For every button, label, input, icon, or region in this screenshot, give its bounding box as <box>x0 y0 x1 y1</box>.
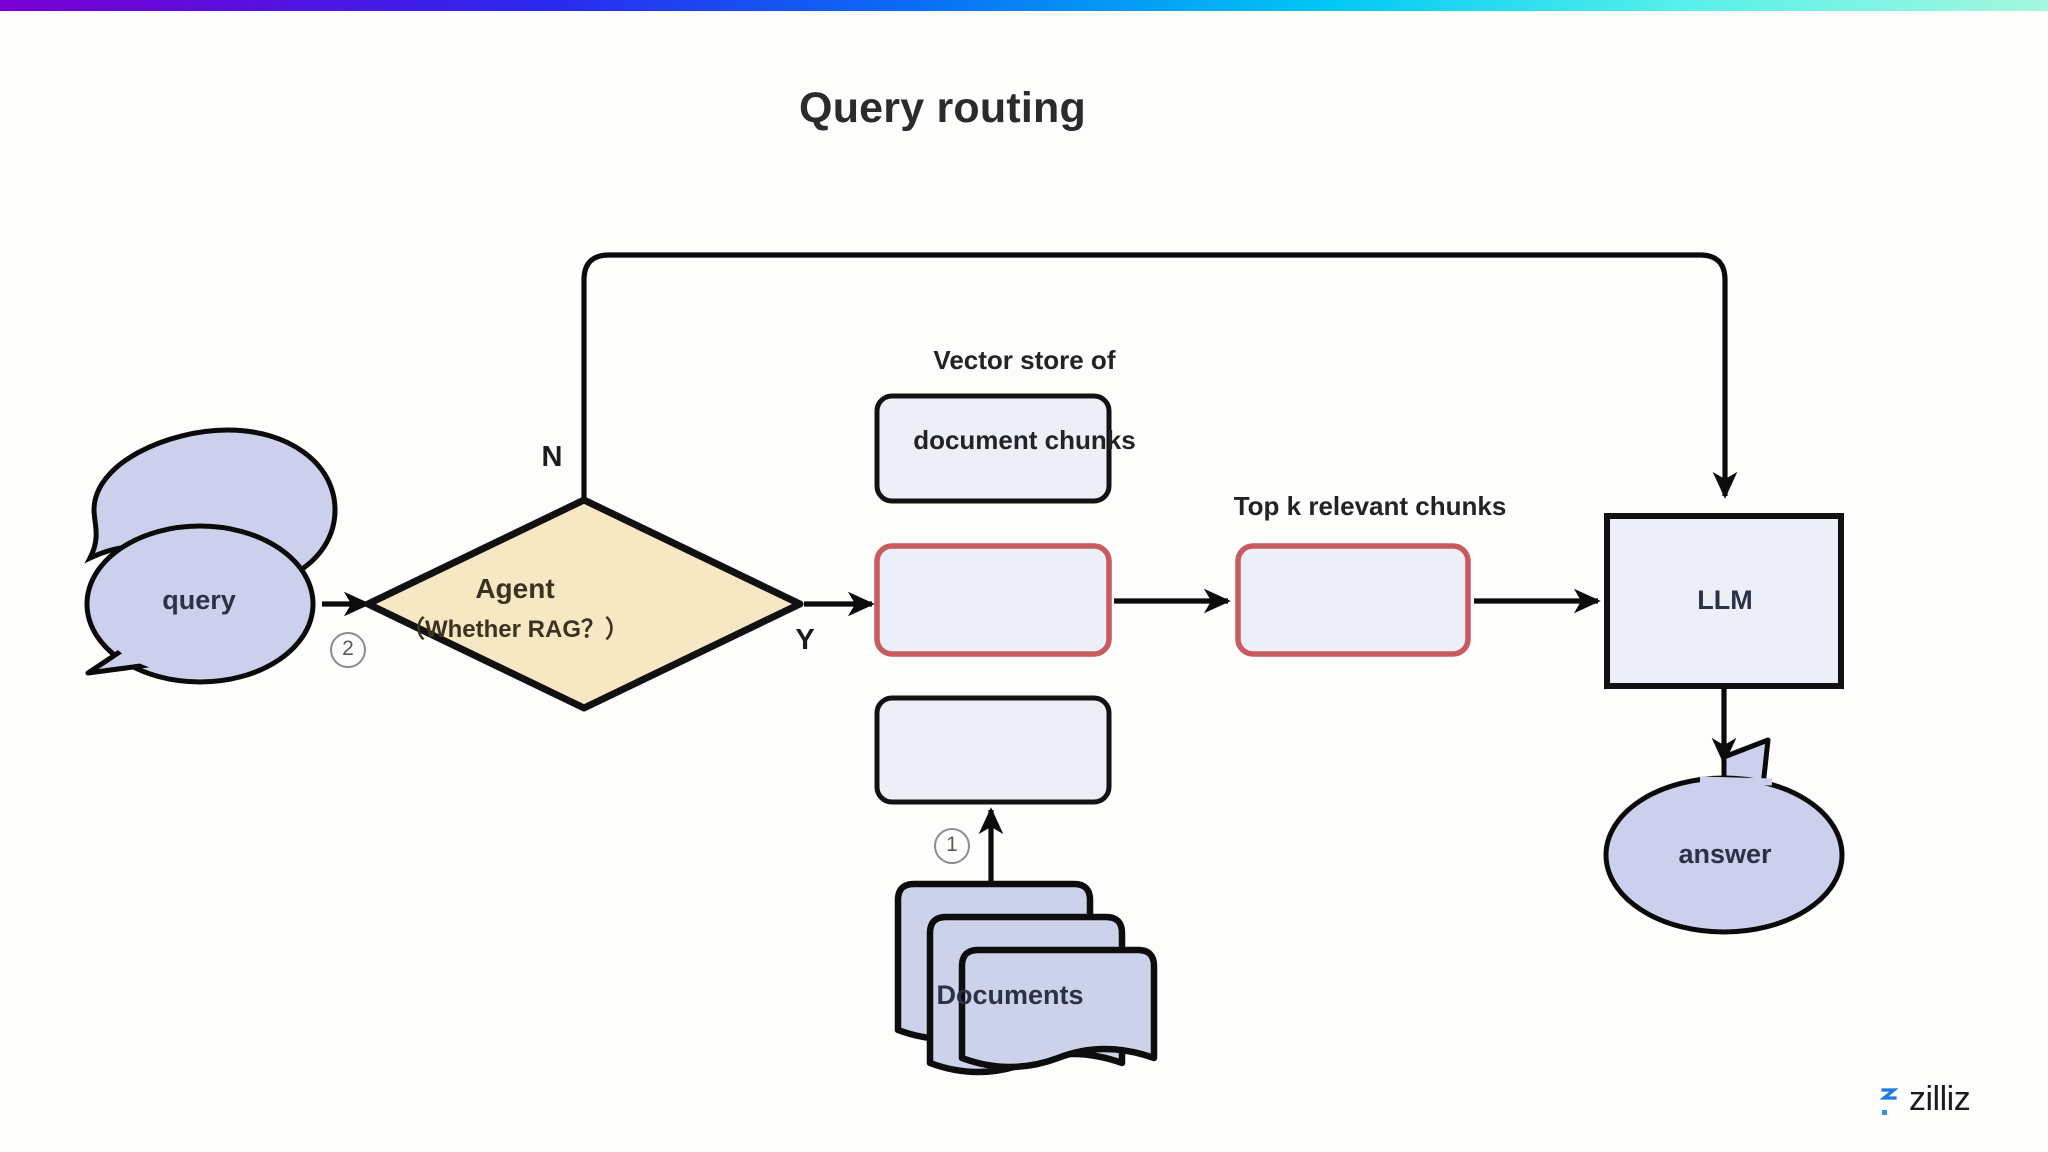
edge-agent-to-llm-bypass <box>581 252 1738 500</box>
answer-bubble-shape <box>1603 737 1845 935</box>
top-gradient-bar <box>0 0 2048 11</box>
step-marker-two: 2 <box>330 632 366 668</box>
agent-diamond-shape <box>364 496 804 712</box>
vector-chunk-middle-highlighted <box>874 543 1112 657</box>
query-bubble-shape <box>84 427 338 685</box>
step-marker-one: 1 <box>934 828 970 864</box>
zilliz-logo: zilliz <box>1880 1080 1971 1119</box>
document-sheet-front <box>958 946 1158 1071</box>
zilliz-wordmark: zilliz <box>1909 1080 1971 1118</box>
zilliz-mark-icon <box>1880 1087 1899 1115</box>
topk-chunks-box <box>1235 543 1471 657</box>
page-title: Query routing <box>799 84 1086 132</box>
llm-box-shape <box>1604 513 1844 689</box>
vector-chunk-top <box>874 393 1112 504</box>
vector-chunk-bottom <box>874 695 1112 805</box>
